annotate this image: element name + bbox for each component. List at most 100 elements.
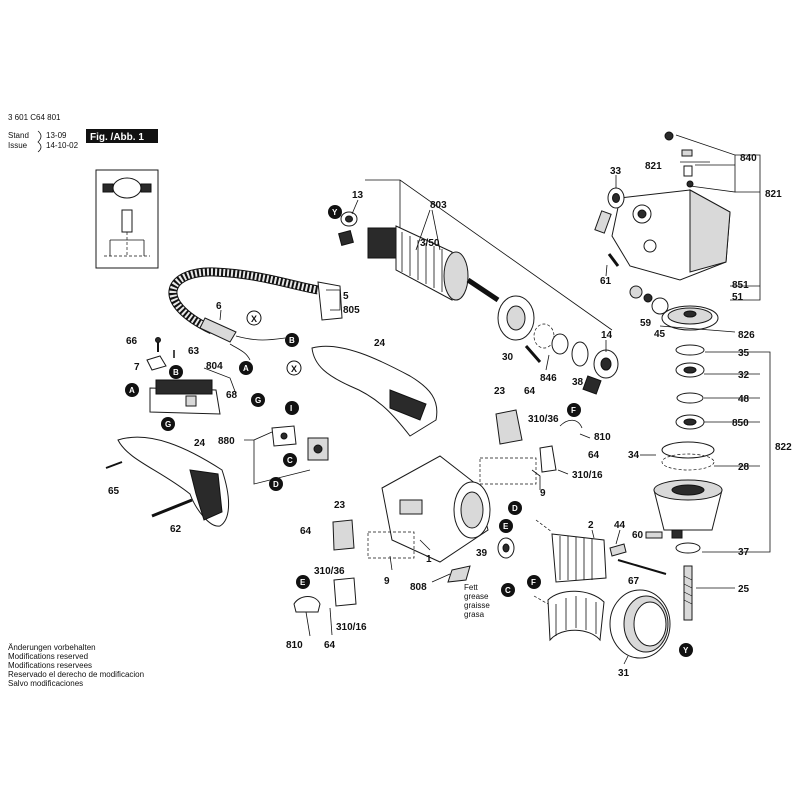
label-24: 24 [194, 438, 206, 449]
label-310-16: 310/16 [572, 470, 603, 481]
grease-note: Fett grease graisse grasa [464, 583, 490, 619]
bevel-gear [629, 285, 719, 331]
label-2: 2 [588, 520, 594, 531]
label-33: 33 [610, 166, 622, 177]
label-31: 31 [618, 668, 630, 679]
guard-ring-31 [609, 589, 671, 659]
part-labels: 13 803 3/50 33 821 840 821 6 5 805 61 85… [108, 153, 792, 679]
marker-x: X [251, 314, 257, 324]
label-7: 7 [134, 362, 140, 373]
label-48: 48 [738, 394, 750, 405]
label-821: 821 [645, 161, 662, 172]
label-805: 805 [343, 305, 360, 316]
marker-e: E [300, 578, 306, 587]
notice-line: Salvo modificaciones [8, 679, 83, 688]
switch-assembly [146, 337, 329, 461]
label-61: 61 [600, 276, 612, 287]
label-14: 14 [601, 330, 613, 341]
rear-handle-24-lower [105, 436, 229, 527]
grease-note-line: graisse [464, 601, 490, 610]
fig-label-box [86, 129, 158, 143]
stand-label: Stand [8, 131, 29, 140]
marker-f: F [531, 578, 536, 587]
label-45: 45 [654, 329, 666, 340]
power-cord [168, 267, 343, 361]
label-846: 846 [540, 373, 557, 384]
connection-markers: Y Y X X A A B B C C D D E E F F G G I [125, 205, 693, 657]
gear-housing [594, 131, 731, 281]
grease-note-line: grease [464, 592, 489, 601]
spindle-25 [683, 565, 693, 621]
label-840: 840 [740, 153, 757, 164]
label-64: 64 [324, 640, 336, 651]
marker-e: E [503, 522, 509, 531]
label-28: 28 [738, 462, 750, 473]
doc-number: 3 601 C64 801 [8, 113, 61, 122]
label-810: 810 [594, 432, 611, 443]
label-6: 6 [216, 301, 222, 312]
label-64: 64 [524, 386, 536, 397]
stand-date: 13-09 [46, 131, 67, 140]
marker-g: G [255, 396, 261, 405]
label-310-16: 310/16 [336, 622, 367, 633]
marker-i: I [290, 404, 292, 413]
label-23: 23 [494, 386, 506, 397]
label-850: 850 [732, 418, 749, 429]
label-64: 64 [300, 526, 312, 537]
label-3-50: 3/50 [420, 238, 440, 249]
marker-b: B [289, 336, 295, 345]
label-65: 65 [108, 486, 120, 497]
issue-date: 14-10-02 [46, 141, 79, 150]
marker-y: Y [683, 646, 689, 655]
label-23: 23 [334, 500, 346, 511]
label-24: 24 [374, 338, 386, 349]
label-25: 25 [738, 584, 750, 595]
header-brace [37, 130, 42, 153]
field-coils [533, 519, 667, 642]
marker-a: A [129, 386, 135, 395]
issue-label: Issue [8, 141, 28, 150]
label-880: 880 [218, 436, 235, 447]
label-30: 30 [502, 352, 514, 363]
notice-line: Modifications reservees [8, 661, 92, 670]
label-821: 821 [765, 189, 782, 200]
label-9: 9 [384, 576, 390, 587]
marker-f: F [571, 406, 576, 415]
marker-b: B [173, 368, 179, 377]
marker-d: D [273, 480, 279, 489]
label-34: 34 [628, 450, 640, 461]
marker-c: C [505, 586, 511, 595]
label-5: 5 [343, 291, 349, 302]
label-66: 66 [126, 336, 138, 347]
label-826: 826 [738, 330, 755, 341]
label-32: 32 [738, 370, 750, 381]
label-63: 63 [188, 346, 200, 357]
label-67: 67 [628, 576, 640, 587]
grease-note-line: grasa [464, 610, 485, 619]
notice-line: Reservado el derecho de modificacion [8, 670, 144, 679]
marker-d: D [512, 504, 518, 513]
label-64: 64 [588, 450, 600, 461]
label-13: 13 [352, 190, 364, 201]
marker-g: G [165, 420, 171, 429]
fig-label: Fig. /Abb. 1 [90, 132, 144, 143]
label-62: 62 [170, 524, 182, 535]
brush-holders [293, 409, 583, 613]
label-60: 60 [632, 530, 644, 541]
label-310-36: 310/36 [314, 566, 345, 577]
brackets-and-leaders [203, 134, 771, 665]
label-310-36: 310/36 [528, 414, 559, 425]
label-808: 808 [410, 582, 427, 593]
label-37: 37 [738, 547, 750, 558]
label-44: 44 [614, 520, 626, 531]
header-block: 3 601 C64 801 Stand Issue 13-09 14-10-02… [8, 113, 158, 153]
wiring-schematic [95, 169, 159, 269]
marker-y: Y [332, 208, 338, 217]
label-68: 68 [226, 390, 238, 401]
label-1: 1 [426, 554, 432, 565]
marker-x: X [291, 364, 297, 374]
spindle-stack [653, 344, 723, 621]
plug [317, 281, 343, 321]
